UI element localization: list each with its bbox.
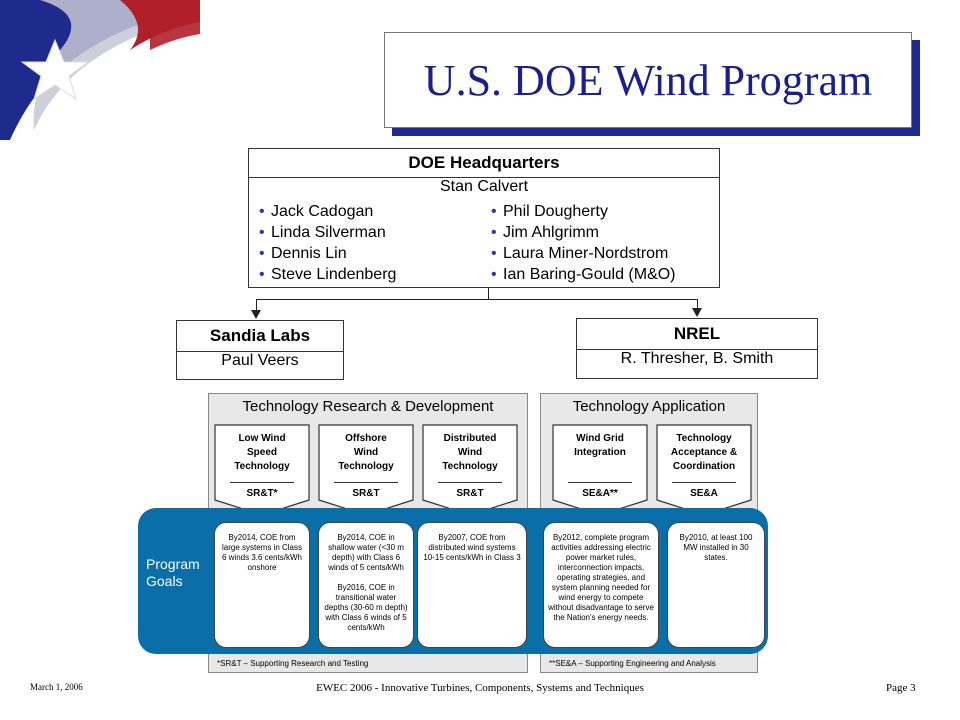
- program-area-code: SR&T: [456, 488, 484, 499]
- divider: [568, 482, 632, 483]
- bullet-icon: •: [491, 245, 497, 262]
- staff-name: Ian Baring-Gould (M&O): [503, 266, 676, 283]
- sandia-labs-lead: Paul Veers: [221, 352, 299, 369]
- staff-name: Steve Lindenberg: [271, 266, 397, 283]
- program-area-title-line: Integration: [574, 447, 626, 458]
- connector-vertical: [488, 288, 489, 300]
- staff-item: • Jim Ahlgrimm: [485, 222, 676, 243]
- program-area-title-line: Speed: [246, 447, 277, 458]
- program-goals-label: Program Goals: [146, 556, 200, 590]
- footer-page-number: Page 3: [886, 682, 916, 694]
- page-title: U.S. DOE Wind Program: [423, 55, 873, 105]
- application-panel-title: Technology Application: [572, 398, 726, 415]
- goals-label-line: Program: [146, 556, 200, 572]
- arrow-down-icon: [251, 310, 261, 319]
- program-area-code: SR&T: [352, 488, 380, 499]
- nrel-lead: R. Thresher, B. Smith: [620, 350, 774, 367]
- pentagon-shape: [552, 424, 648, 516]
- doe-headquarters-box: DOE Headquarters Stan Calvert • Jack Cado…: [248, 148, 720, 288]
- staff-name: Jim Ahlgrimm: [503, 224, 600, 241]
- title-box: U.S. DOE Wind Program: [384, 32, 912, 128]
- program-area-code: SE&A: [690, 488, 718, 499]
- arrow-down-icon: [692, 308, 702, 317]
- divider: [438, 482, 502, 483]
- bullet-icon: •: [491, 266, 497, 283]
- bullet-icon: •: [259, 203, 265, 220]
- connector-horizontal: [256, 299, 698, 300]
- program-area-title-line: Technology: [338, 461, 394, 472]
- staff-item: • Phil Dougherty: [485, 201, 676, 222]
- bullet-icon: •: [491, 203, 497, 220]
- goal-card: By2014, COE from large systems in Class …: [214, 522, 310, 648]
- goal-card: By2007, COE from distributed wind system…: [417, 522, 527, 648]
- goal-card: By2014, COE in shallow water (<30 m dept…: [318, 522, 414, 648]
- connector-left-drop: [256, 299, 257, 311]
- staff-name: Linda Silverman: [271, 224, 386, 241]
- bullet-icon: •: [491, 224, 497, 241]
- divider: [672, 482, 736, 483]
- program-area-title-line: Technology: [676, 433, 732, 444]
- divider: [334, 482, 398, 483]
- doe-headquarters-heading: DOE Headquarters: [249, 149, 719, 178]
- hq-staff-list-left: • Jack Cadogan • Linda Silverman • Dennis L…: [253, 201, 396, 285]
- goal-card: By2012, complete program activities addr…: [543, 522, 659, 648]
- staff-item: • Steve Lindenberg: [253, 264, 396, 285]
- program-area-title-line: Offshore: [345, 433, 387, 444]
- staff-item: • Laura Miner-Nordstrom: [485, 243, 676, 264]
- staff-item: • Linda Silverman: [253, 222, 396, 243]
- doe-headquarters-lead: Stan Calvert: [439, 178, 529, 195]
- staff-item: • Ian Baring-Gould (M&O): [485, 264, 676, 285]
- pentagon-shape: [318, 424, 414, 516]
- staff-name: Jack Cadogan: [271, 203, 374, 220]
- footer-date: March 1, 2006: [30, 682, 83, 692]
- flag-logo: [0, 0, 200, 140]
- sandia-labs-box: Sandia Labs Paul Veers: [176, 320, 344, 380]
- nrel-heading: NREL: [577, 319, 817, 350]
- connector-right-drop: [697, 299, 698, 309]
- staff-name: Laura Miner-Nordstrom: [503, 245, 669, 262]
- program-area-title-line: Coordination: [672, 461, 736, 472]
- program-area-title-line: Wind: [353, 447, 379, 458]
- staff-item: • Dennis Lin: [253, 243, 396, 264]
- program-area-title-line: Technology: [442, 461, 498, 472]
- goal-card: By2010, at least 100 MW installed in 30 …: [667, 522, 765, 648]
- goals-label-line: Goals: [146, 573, 183, 589]
- divider: [230, 482, 294, 483]
- bullet-icon: •: [259, 245, 265, 262]
- hq-staff-list-right: • Phil Dougherty • Jim Ahlgrimm • Laura Min…: [485, 201, 676, 285]
- sandia-labs-heading: Sandia Labs: [177, 321, 343, 352]
- footer-event: EWEC 2006 - Innovative Turbines, Compone…: [316, 682, 644, 694]
- research-panel-title: Technology Research & Development: [242, 398, 494, 415]
- program-area-title-line: Wind Grid: [576, 433, 624, 444]
- program-area-title-line: Low Wind: [238, 433, 286, 444]
- pentagon-shape: [656, 424, 752, 516]
- staff-item: • Jack Cadogan: [253, 201, 396, 222]
- pentagon-shape: [422, 424, 518, 516]
- program-area-title-line: Distributed: [443, 433, 497, 444]
- staff-name: Phil Dougherty: [503, 203, 608, 220]
- pentagon-shape: [214, 424, 310, 516]
- bullet-icon: •: [259, 266, 265, 283]
- program-area-code: SE&A**: [582, 488, 618, 499]
- program-area-code: SR&T*: [246, 488, 278, 499]
- application-panel-note: **SE&A – Supporting Engineering and Anal…: [549, 659, 716, 668]
- program-area-title-line: Wind: [457, 447, 483, 458]
- nrel-box: NREL R. Thresher, B. Smith: [576, 318, 818, 379]
- program-area-title-line: Technology: [234, 461, 290, 472]
- staff-name: Dennis Lin: [271, 245, 347, 262]
- bullet-icon: •: [259, 224, 265, 241]
- research-panel-note: *SR&T – Supporting Research and Testing: [217, 659, 369, 668]
- program-area-title-line: Acceptance &: [670, 447, 738, 458]
